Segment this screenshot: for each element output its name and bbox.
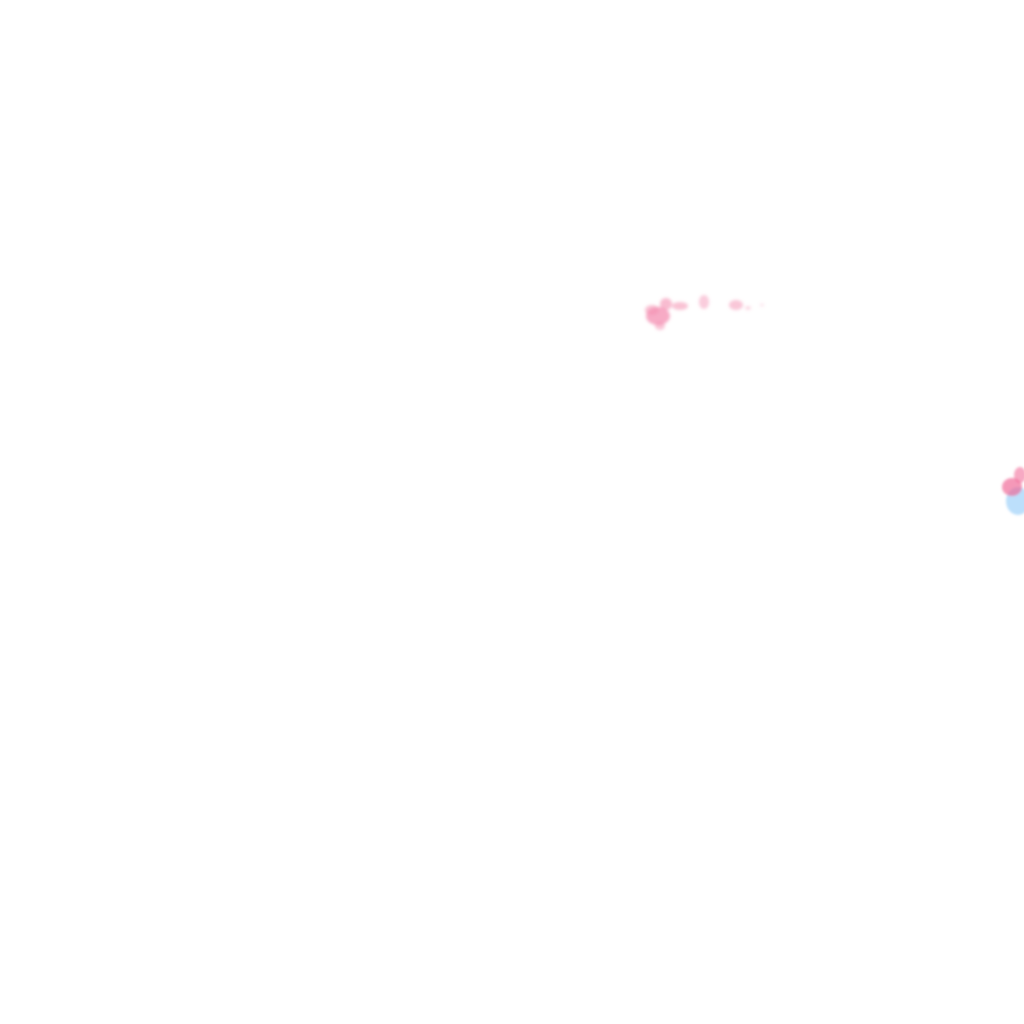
pink-splash-shapes [645,295,764,330]
edge-fragment-shapes [1002,467,1024,515]
splash-blob [660,298,672,310]
pink-blob [1002,478,1022,496]
pink-blue-watercolor-edge-fragment [990,455,1024,525]
splash-blob [745,306,751,310]
splash-blob [760,303,764,307]
pink-blob [1014,467,1024,483]
splash-blob [672,302,688,310]
splash-blob [729,300,743,310]
splash-blob [655,322,665,330]
splash-blob [699,295,709,309]
splash-blob [645,305,659,315]
pink-watercolor-splash [636,284,768,344]
